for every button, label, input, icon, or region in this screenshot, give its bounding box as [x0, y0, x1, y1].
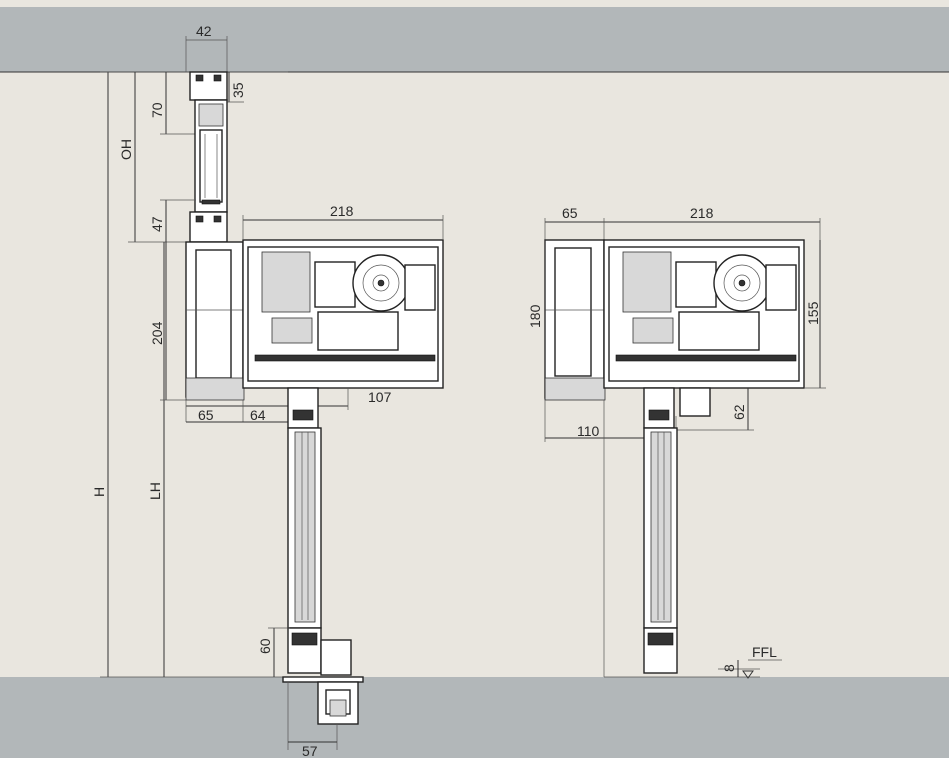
dim-62: 62 — [731, 404, 747, 420]
dim-180: 180 — [527, 304, 543, 328]
dim-lh: LH — [147, 482, 163, 500]
dim-35: 35 — [230, 82, 246, 98]
dim-70: 70 — [149, 102, 165, 118]
dim-155: 155 — [805, 301, 821, 325]
dim-65-left: 65 — [198, 407, 214, 423]
dim-h: H — [91, 487, 107, 497]
dim-60: 60 — [257, 638, 273, 654]
dim-65-right: 65 — [562, 205, 578, 221]
dim-oh: OH — [118, 139, 134, 160]
dim-64: 64 — [250, 407, 266, 423]
dim-110: 110 — [577, 423, 600, 439]
dim-57: 57 — [302, 743, 318, 758]
dim-ffl: FFL — [752, 644, 777, 660]
right-assembly — [544, 218, 826, 679]
dim-42: 42 — [196, 23, 212, 39]
dim-218-left: 218 — [330, 203, 354, 219]
dim-47: 47 — [149, 216, 165, 232]
left-assembly — [100, 36, 444, 750]
ceiling-band — [0, 7, 949, 72]
dim-8: 8 — [721, 664, 737, 672]
dim-218-right: 218 — [690, 205, 714, 221]
dim-107: 107 — [368, 389, 392, 405]
dim-204: 204 — [149, 321, 165, 345]
floor-band — [0, 677, 949, 758]
